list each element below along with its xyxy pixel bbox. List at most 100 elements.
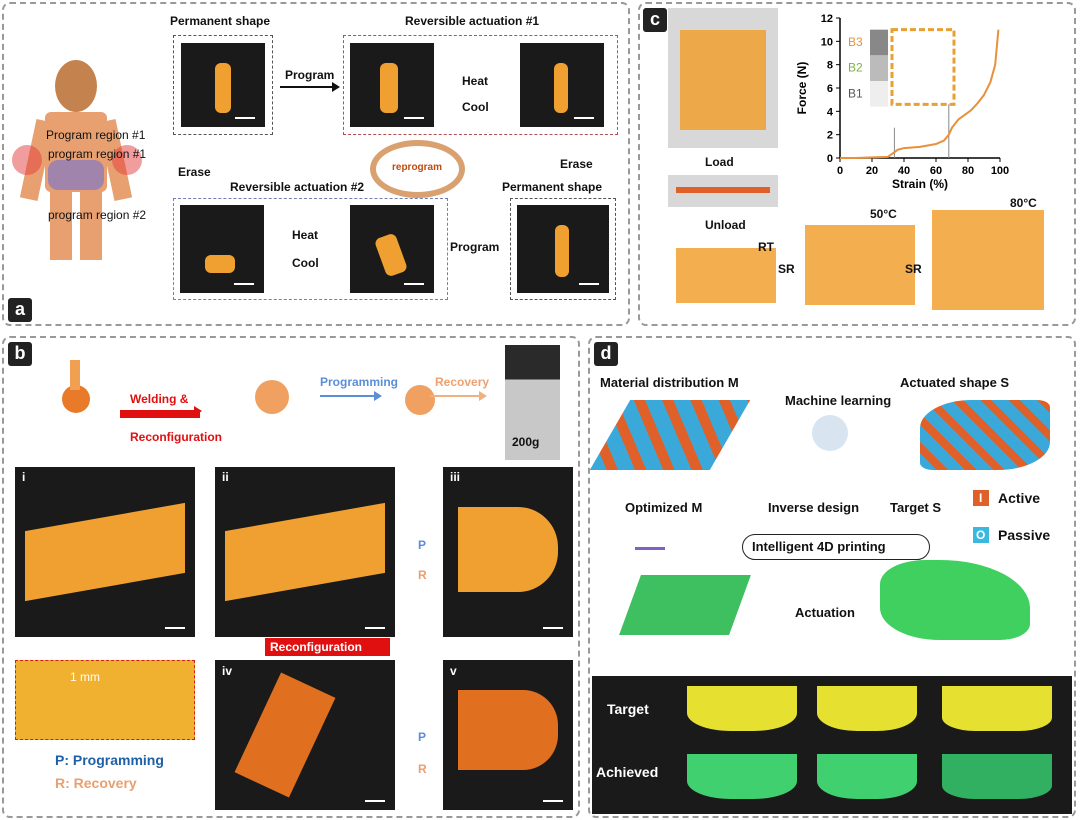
programming-label: Programming	[320, 375, 399, 389]
tripod-initial	[40, 360, 110, 450]
target-s-label: Target S	[890, 500, 942, 515]
printer-icon	[635, 530, 665, 550]
heat-label-2: Heat	[292, 228, 319, 242]
erase-left-label: Erase	[178, 165, 211, 179]
region-1b-label: program region #1	[48, 147, 147, 161]
recovery-label: Recovery	[435, 375, 490, 389]
passive-label: Passive	[998, 527, 1051, 543]
panel-b-label: b	[8, 342, 32, 366]
active-label: Active	[998, 490, 1041, 506]
legend-b2: B2	[848, 61, 863, 75]
panel-d	[588, 336, 1076, 818]
tripod-programmed	[380, 360, 460, 450]
cool-label-2: Cool	[292, 256, 319, 270]
sr-label-2: SR	[905, 262, 922, 276]
force-strain-curve	[840, 29, 1000, 159]
y-tick-label: 4	[827, 106, 834, 118]
x-axis-label: Strain (%)	[892, 177, 948, 191]
program-label-1: Program	[285, 68, 335, 82]
reconfiguration-label: Reconfiguration	[270, 640, 362, 654]
arrow-program	[280, 82, 340, 92]
sub-iii-label: iii	[450, 470, 461, 484]
passive-glyph: O	[976, 528, 986, 542]
y-tick-label: 6	[827, 83, 833, 95]
actuation-label: Actuation	[795, 605, 855, 620]
sub-i-label: i	[22, 470, 26, 484]
inverse-design-label: Inverse design	[768, 500, 860, 515]
reprogram-label: reprogram	[392, 162, 443, 173]
reversible-1-box	[343, 35, 618, 135]
erase-right-label: Erase	[560, 157, 593, 171]
target-achieved-photos	[592, 676, 1072, 814]
actuated-shape-label: Actuated shape S	[900, 375, 1010, 390]
legend-programming: P: Programming	[55, 752, 164, 768]
weight-label: 200g	[512, 435, 540, 449]
program-label-2: Program	[450, 240, 500, 254]
p-label-1: P	[418, 538, 427, 552]
unload-label: Unload	[705, 218, 746, 232]
sub-iv-label: iv	[222, 664, 233, 678]
photo-reversible-1-b	[520, 43, 604, 127]
permanent-shape-right-title: Permanent shape	[502, 180, 603, 194]
panel-d-label: d	[594, 342, 618, 366]
t50-label: 50°C	[870, 207, 897, 221]
panel-b	[2, 336, 580, 818]
reversible-2-title: Reversible actuation #2	[230, 180, 365, 194]
photo-iv	[215, 660, 395, 810]
panel-a	[2, 2, 630, 326]
sub-ii-label: ii	[222, 470, 229, 484]
y-tick-label: 2	[827, 130, 833, 142]
passive-swatch	[973, 527, 989, 543]
photo-lattice-initial	[668, 8, 778, 148]
intelligent-4d-box	[742, 534, 930, 560]
intelligent-4d-label: Intelligent 4D printing	[752, 539, 886, 554]
r-label-1: R	[418, 568, 427, 582]
y-tick-label: 8	[827, 60, 833, 72]
zoom-inset	[15, 660, 195, 740]
p-label-2: P	[418, 730, 427, 744]
reconfiguration-top-label: Reconfiguration	[130, 430, 222, 444]
achieved-row-label: Achieved	[596, 764, 659, 780]
photo-i	[15, 467, 195, 637]
photo-reversible-1-a	[350, 43, 434, 127]
photo-reversible-2-a	[180, 205, 264, 293]
x-tick-label: 40	[898, 165, 910, 177]
legend-b3: B3	[848, 35, 863, 49]
y-axis-label: Force (N)	[795, 62, 809, 115]
photo-ii	[215, 467, 395, 637]
legend-recovery: R: Recovery	[55, 775, 137, 791]
photo-lattice-rt	[676, 248, 776, 303]
photo-lattice-compressed	[668, 175, 778, 207]
target-row-label: Target	[607, 701, 649, 717]
photo-v	[443, 660, 573, 810]
b2-swatch	[870, 55, 888, 81]
x-tick-label: 60	[930, 165, 942, 177]
human-model-figure	[12, 60, 142, 260]
y-tick-label: 10	[821, 36, 833, 48]
reversible-2-box	[173, 198, 448, 300]
x-tick-label: 0	[837, 165, 843, 177]
one-mm-label: 1 mm	[70, 670, 100, 684]
panel-c-label: c	[643, 8, 667, 32]
reversible-1-title: Reversible actuation #1	[405, 14, 540, 28]
optimized-m-label: Optimized M	[625, 500, 703, 515]
neural-network-icon	[812, 415, 848, 451]
rt-label: RT	[758, 240, 774, 254]
panel-c	[638, 2, 1076, 326]
sr-label-1: SR	[778, 262, 795, 276]
arrow-welding	[120, 406, 202, 418]
load-label: Load	[705, 155, 734, 169]
photo-reversible-2-b	[350, 205, 434, 293]
tripod-reconfigured	[220, 360, 320, 450]
sub-v-label: v	[450, 664, 457, 678]
panel-a-label: a	[8, 298, 32, 322]
x-tick-label: 80	[962, 165, 974, 177]
t80-label: 80°C	[1010, 196, 1037, 210]
photo-lattice-80c	[932, 210, 1044, 310]
arrow-recovery	[430, 391, 487, 401]
weight-200g-photo	[505, 345, 560, 460]
welding-label: Welding &	[130, 392, 189, 406]
y-tick-label: 0	[827, 153, 833, 165]
y-tick-label: 12	[821, 13, 833, 25]
